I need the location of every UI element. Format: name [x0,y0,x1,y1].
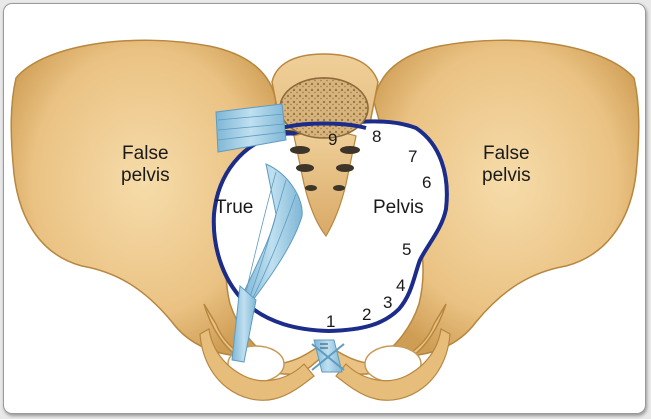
false-pelvis-right-line1: False [482,143,531,165]
false-pelvis-left-label: False pelvis [121,143,170,187]
false-pelvis-right-label: False pelvis [482,143,531,187]
marker-1: 1 [326,313,335,331]
marker-4: 4 [396,277,405,295]
marker-6: 6 [422,174,431,192]
marker-9: 9 [328,131,337,149]
marker-8: 8 [372,128,381,146]
diagram-frame: False pelvis False pelvis True Pelvis 1 … [3,3,646,414]
true-label: True [215,197,253,219]
pelvis-illustration [4,4,645,413]
marker-3: 3 [383,294,392,312]
marker-5: 5 [402,241,411,259]
marker-7: 7 [408,148,417,166]
marker-2: 2 [362,306,371,324]
false-pelvis-right-line2: pelvis [482,165,531,187]
false-pelvis-left-line2: pelvis [121,165,170,187]
pelvis-label: Pelvis [373,197,424,219]
false-pelvis-left-line1: False [121,143,170,165]
